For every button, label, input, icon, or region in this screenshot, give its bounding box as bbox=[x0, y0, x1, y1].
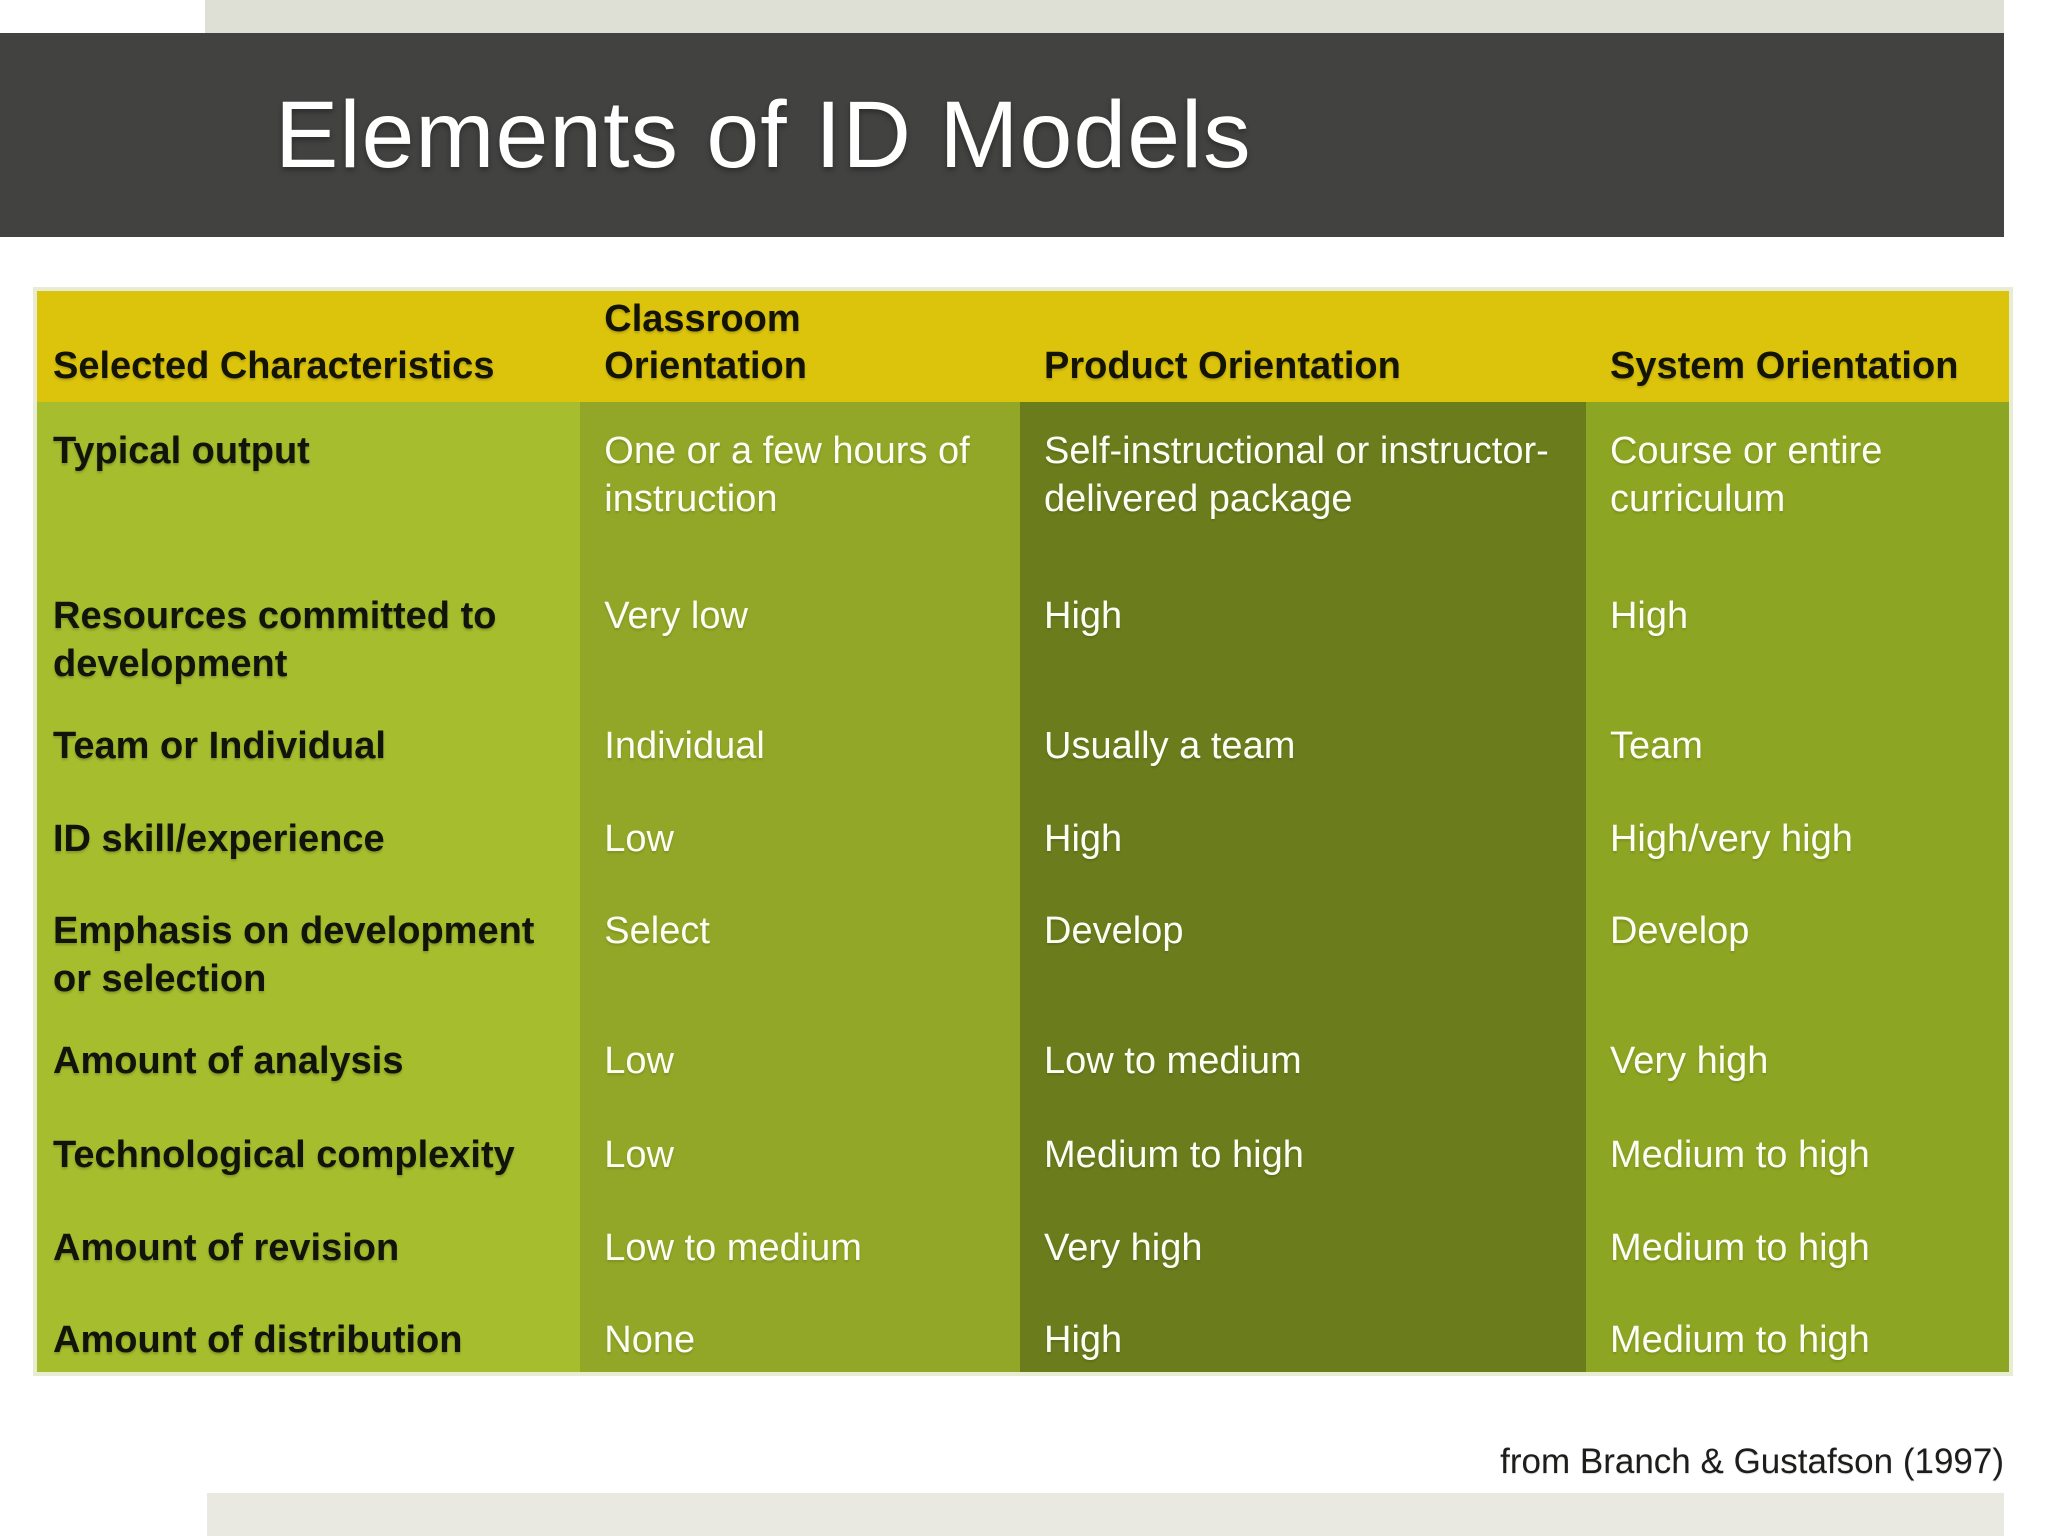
product-orientation-cell: Low to medium bbox=[1020, 1011, 1586, 1106]
classroom-orientation-cell: Select bbox=[580, 881, 1021, 1012]
product-orientation-cell: Develop bbox=[1020, 881, 1586, 1012]
system-orientation-cell: Medium to high bbox=[1585, 1198, 2009, 1291]
product-orientation-cell: High bbox=[1020, 567, 1586, 697]
column-header-classroom-orientation: Classroom Orientation bbox=[604, 298, 807, 387]
bottom-accent-strip bbox=[207, 1493, 2004, 1536]
table-row: Emphasis on development or selection Sel… bbox=[37, 881, 2009, 1012]
characteristic-label-cell: Amount of analysis bbox=[37, 1011, 581, 1106]
system-orientation-cell: Medium to high bbox=[1585, 1290, 2009, 1373]
column-header-selected-characteristics: Selected Characteristics bbox=[53, 344, 495, 387]
characteristic-label-cell: Team or Individual bbox=[37, 696, 581, 790]
system-orientation-cell: Very high bbox=[1585, 1011, 2009, 1106]
product-orientation-cell: Usually a team bbox=[1020, 696, 1586, 790]
characteristic-label-cell: ID skill/experience bbox=[37, 789, 581, 882]
table-row: Amount of analysis Low Low to medium Ver… bbox=[37, 1011, 2009, 1106]
characteristic-label-cell: Amount of distribution bbox=[37, 1290, 581, 1373]
slide-title: Elements of ID Models bbox=[275, 81, 1252, 188]
table-row: Amount of revision Low to medium Very hi… bbox=[37, 1198, 2009, 1291]
product-orientation-cell: Very high bbox=[1020, 1198, 1586, 1291]
product-orientation-cell: Self-instructional or instructor-deliver… bbox=[1020, 402, 1586, 567]
id-models-table: Selected Characteristics Classroom Orien… bbox=[33, 287, 2013, 1377]
table-row: Amount of distribution None High Medium … bbox=[37, 1290, 2009, 1373]
table-row: Typical output One or a few hours of ins… bbox=[37, 402, 2009, 567]
characteristic-label-cell: Typical output bbox=[37, 402, 581, 567]
classroom-orientation-cell: Low bbox=[580, 789, 1021, 882]
citation: from Branch & Gustafson (1997) bbox=[1500, 1442, 2004, 1481]
system-orientation-cell: Develop bbox=[1585, 881, 2009, 1012]
classroom-orientation-cell: One or a few hours of instruction bbox=[580, 402, 1021, 567]
classroom-orientation-cell: Individual bbox=[580, 696, 1021, 790]
table-row: ID skill/experience Low High High/very h… bbox=[37, 789, 2009, 882]
classroom-orientation-cell: Low bbox=[580, 1105, 1021, 1199]
system-orientation-cell: High bbox=[1585, 567, 2009, 697]
characteristic-label-cell: Resources committed to development bbox=[37, 567, 581, 697]
table-row: Resources committed to development Very … bbox=[37, 567, 2009, 697]
system-orientation-cell: High/very high bbox=[1585, 789, 2009, 882]
system-orientation-cell: Course or entire curriculum bbox=[1585, 402, 2009, 567]
product-orientation-cell: High bbox=[1020, 1290, 1586, 1373]
column-header-system-orientation: System Orientation bbox=[1609, 344, 1959, 387]
classroom-orientation-cell: Low bbox=[580, 1011, 1021, 1106]
table-body: Typical output One or a few hours of ins… bbox=[37, 402, 2009, 1373]
column-header-product-orientation: Product Orientation bbox=[1044, 344, 1401, 387]
system-orientation-cell: Medium to high bbox=[1585, 1105, 2009, 1199]
table-row: Team or Individual Individual Usually a … bbox=[37, 696, 2009, 790]
top-accent-strip bbox=[205, 0, 2004, 33]
title-band: Elements of ID Models bbox=[0, 33, 2004, 237]
product-orientation-cell: Medium to high bbox=[1020, 1105, 1586, 1199]
table-row: Technological complexity Low Medium to h… bbox=[37, 1105, 2009, 1199]
classroom-orientation-cell: Very low bbox=[580, 567, 1021, 697]
classroom-orientation-cell: Low to medium bbox=[580, 1198, 1021, 1291]
product-orientation-cell: High bbox=[1020, 789, 1586, 882]
system-orientation-cell: Team bbox=[1585, 696, 2009, 790]
characteristic-label-cell: Technological complexity bbox=[37, 1105, 581, 1199]
characteristic-label-cell: Emphasis on development or selection bbox=[37, 881, 581, 1012]
table-header-row: Selected Characteristics Classroom Orien… bbox=[37, 291, 2009, 402]
characteristic-label-cell: Amount of revision bbox=[37, 1198, 581, 1291]
classroom-orientation-cell: None bbox=[580, 1290, 1021, 1373]
